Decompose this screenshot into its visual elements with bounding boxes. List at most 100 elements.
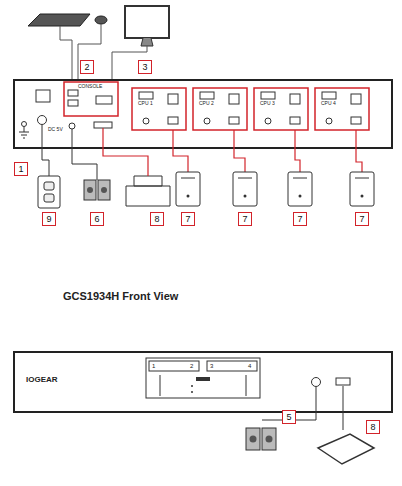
callout-box: 7 [293,212,307,226]
callout-box: 5 [282,410,296,424]
speaker-cone [101,187,107,193]
monitor-stand [141,38,153,46]
power-button [361,195,364,198]
cpu-port-groups [132,88,369,172]
callout-number: 2 [84,63,89,72]
view-heading: GCS1934H Front View [63,290,178,302]
usb-port [351,117,361,124]
outlet-socket [44,182,54,190]
cpu-group-outline [254,88,308,130]
front-audio-jack [312,378,321,387]
cpu-group-outline [315,88,369,130]
hdmi-port [322,92,336,99]
cpu-cable [356,130,362,172]
usb-port [94,122,112,128]
computer-tower [233,172,257,206]
computer-tower [350,172,374,206]
power-button [187,195,190,198]
front-panel [14,352,392,412]
callout-box: 8 [366,420,380,434]
power-outlet [38,176,60,208]
usb-port [290,117,300,124]
port-label: CPU 4 [321,101,336,106]
drive-bay [293,178,307,179]
callout-box: 7 [355,212,369,226]
callout-box: 9 [42,212,56,226]
callout-number: 8 [370,423,375,432]
usb-port [68,90,78,96]
speaker [262,428,276,450]
usb-cable [103,128,148,176]
usb-port [68,100,78,106]
callout-number: 3 [142,63,147,72]
button-number: 2 [190,363,193,369]
speaker [98,180,110,200]
usb-port [168,117,178,124]
callout-number: 6 [94,215,99,224]
brand-logo: IOGEAR [26,376,58,384]
drive-bay [238,178,252,179]
callout-number: 7 [185,215,190,224]
front-usb-link [343,386,344,430]
speaker-cable [72,129,97,180]
audio-jack [326,118,332,124]
computer-tower [176,172,200,206]
speaker [246,428,260,450]
console-group [64,82,118,116]
callout-box: 7 [238,212,252,226]
callout-number: 7 [242,215,247,224]
power-button [244,195,247,198]
cpu-cable [234,130,245,172]
printer [126,176,170,206]
usb-b-port [351,94,361,104]
cpu-group-outline [193,88,247,130]
callout-number: 9 [46,215,51,224]
usb-b-port [290,94,300,104]
button-number: 3 [210,363,213,369]
speaker [84,180,96,200]
power-button [299,195,302,198]
button-number: 1 [152,363,155,369]
dc-jack [38,116,47,125]
port-label: CPU 2 [199,101,214,106]
ethernet-port [36,90,50,102]
drive-bay [355,178,369,179]
port-label: DC 5V [48,127,63,132]
audio-jack [265,118,271,124]
callout-box: 2 [80,60,94,74]
callout-box: 7 [181,212,195,226]
usb-b-port [229,94,239,104]
port-button [149,361,199,371]
hdmi-port [261,92,275,99]
cpu-group-outline [132,88,186,130]
button-panel [146,358,260,398]
outlet-socket [44,194,54,202]
led [191,385,193,387]
button-divider [160,375,246,396]
port-label: CONSOLE [78,84,102,89]
back-panel [14,80,392,148]
monitor [125,6,169,38]
audio-jack [204,118,210,124]
port-button [207,361,257,371]
button-number: 4 [248,363,251,369]
mouse [95,16,107,24]
speaker-cone [250,436,257,443]
cpu-cable [173,130,188,172]
computers [176,172,374,206]
usb-drive [318,434,374,464]
led [191,391,193,393]
usb-port [229,117,239,124]
port-label: CPU 3 [260,101,275,106]
callout-number: 8 [154,215,159,224]
callout-number: 5 [286,413,291,422]
audio-jack [69,123,75,129]
speaker-cone [266,436,273,443]
callout-box: 6 [90,212,104,226]
computer-tower [288,172,312,206]
callout-box: 3 [138,60,152,74]
usb-b-port [168,94,178,104]
hdmi-port [96,96,112,104]
cpu-cable [295,130,300,172]
